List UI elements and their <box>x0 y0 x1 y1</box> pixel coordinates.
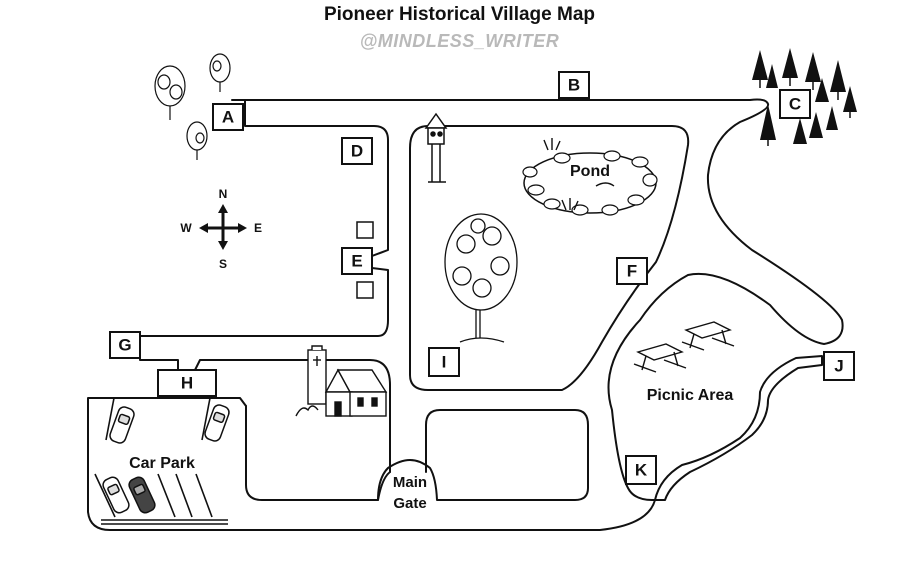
marker-c: C <box>779 89 811 119</box>
marker-k: K <box>625 455 657 485</box>
small-building-icon <box>356 221 374 239</box>
main-gate-label-line2: Gate <box>393 495 426 512</box>
car-park-label: Car Park <box>129 455 195 472</box>
svg-text:B: B <box>568 76 580 95</box>
marker-i: I <box>428 347 460 377</box>
marker-a: A <box>212 103 244 131</box>
birdhouse-icon <box>424 112 448 183</box>
svg-text:I: I <box>442 353 447 372</box>
compass-west: W <box>180 221 192 235</box>
marker-e: E <box>341 247 373 275</box>
path-network-outline <box>87 98 844 531</box>
marker-f: F <box>616 257 648 285</box>
svg-text:A: A <box>222 108 234 127</box>
pond-icon: Pond <box>522 138 658 216</box>
marker-b: B <box>558 71 590 99</box>
svg-text:J: J <box>834 357 843 376</box>
compass-south: S <box>219 257 227 271</box>
forest-icon <box>752 48 857 146</box>
car-park-bays <box>94 397 228 525</box>
picnic-area-label: Picnic Area <box>647 387 734 404</box>
svg-text:C: C <box>789 95 801 114</box>
car-icon <box>102 404 230 514</box>
svg-text:K: K <box>635 461 648 480</box>
map-title: Pioneer Historical Village Map <box>323 4 596 25</box>
compass-icon: N S W E <box>180 187 262 271</box>
marker-j: J <box>823 351 855 381</box>
tree-icon <box>154 53 231 160</box>
watermark: @MINDLESS_WRITER <box>359 31 560 51</box>
compass-east: E <box>254 221 262 235</box>
pond-label: Pond <box>570 163 610 180</box>
svg-text:E: E <box>351 252 362 271</box>
marker-d: D <box>341 137 373 165</box>
svg-text:D: D <box>351 142 363 161</box>
compass-north: N <box>219 187 228 201</box>
inner-loop-path <box>409 125 690 391</box>
marker-g: G <box>109 331 141 359</box>
large-tree-icon <box>444 213 518 343</box>
church-icon <box>295 345 388 417</box>
picnic-table-icon <box>633 321 735 373</box>
svg-text:F: F <box>627 262 637 281</box>
gate-branch-path <box>245 405 391 501</box>
small-building-icon <box>356 281 374 299</box>
svg-text:H: H <box>181 374 193 393</box>
svg-text:G: G <box>118 336 131 355</box>
main-gate-label-line1: Main <box>393 474 427 491</box>
marker-h: H <box>157 369 217 397</box>
